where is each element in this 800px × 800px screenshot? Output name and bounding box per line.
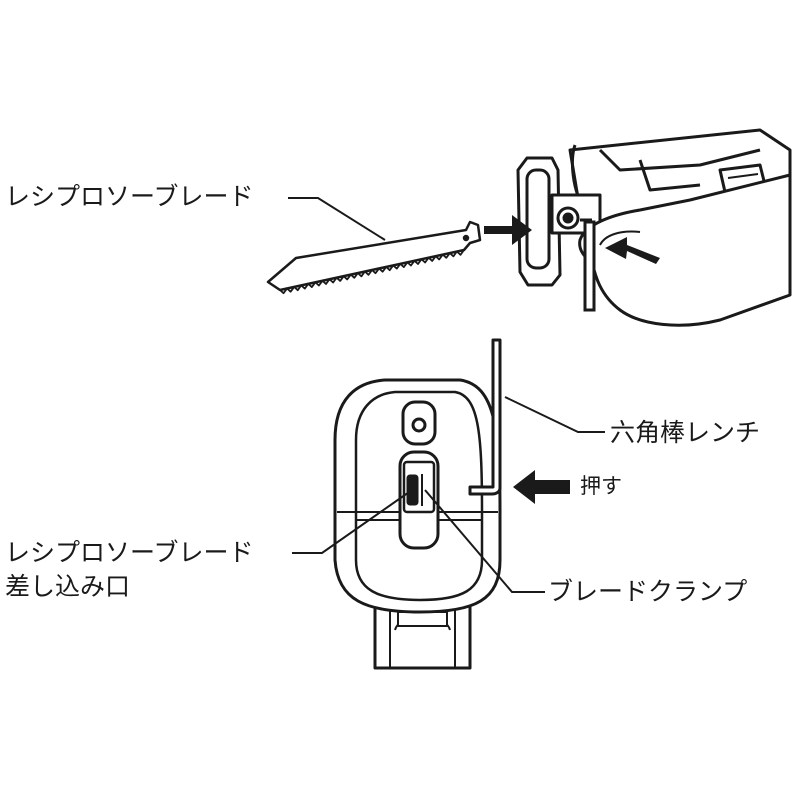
leader-blade-top	[288, 197, 386, 241]
insert-arrow	[484, 215, 532, 245]
push-arrow-top	[605, 237, 660, 264]
leader-hex-wrench	[504, 396, 605, 433]
hex-wrench-icon	[468, 338, 502, 496]
leader-blade-clamp	[424, 489, 545, 593]
push-arrow-icon	[513, 470, 570, 504]
label-blade-slot-line1: レシプロソーブレード	[5, 538, 254, 567]
hex-wrench-top	[580, 218, 596, 312]
leader-blade-slot	[292, 489, 413, 554]
saw-front-view	[333, 378, 502, 670]
label-push: 押す	[580, 474, 622, 498]
label-blade-slot-line2: 差し込み口	[5, 572, 131, 601]
label-blade: レシプロソーブレード	[5, 182, 254, 211]
label-blade-clamp: ブレードクランプ	[548, 577, 748, 606]
saw-blade	[266, 220, 482, 295]
label-hex-wrench: 六角棒レンチ	[610, 418, 761, 447]
